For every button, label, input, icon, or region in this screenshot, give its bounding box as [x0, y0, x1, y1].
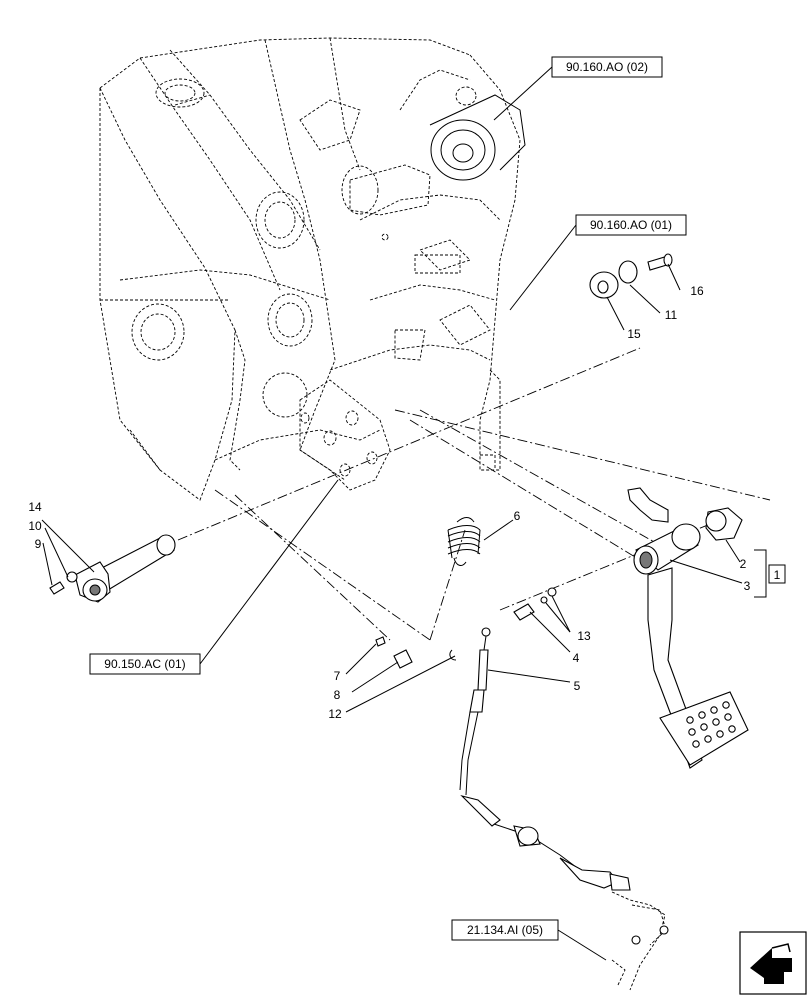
callout-1: 1: [774, 568, 781, 582]
reference-label-21-134-ai-05[interactable]: 21.134.AI (05): [451, 919, 559, 941]
reference-label-90-160-ao-02[interactable]: 90.160.AO (02): [551, 56, 663, 78]
leader-lines: [41, 66, 767, 961]
small-parts: [375, 253, 673, 669]
callout-14: 14: [28, 500, 42, 514]
callout-8: 8: [334, 688, 341, 702]
cab-frame: [99, 37, 526, 501]
svg-text:90.150.AC (01): 90.150.AC (01): [104, 657, 185, 671]
callout-numbers: 1 2 3 4 5 6 7 8 9 10 11 12 13 14 15 16: [28, 284, 786, 721]
callout-15: 15: [627, 327, 641, 341]
pedal-pad-grip-holes: [686, 701, 736, 748]
callout-4: 4: [573, 651, 580, 665]
clutch-cable: [459, 627, 631, 891]
pivot-pin: [49, 534, 176, 603]
callout-13: 13: [577, 629, 591, 643]
reference-label-90-150-ac-01[interactable]: 90.150.AC (01): [89, 653, 201, 675]
reference-label-90-160-ao-01[interactable]: 90.160.AO (01): [575, 214, 687, 236]
callout-12: 12: [328, 707, 342, 721]
callout-3: 3: [744, 579, 751, 593]
lower-linkage: [611, 891, 669, 991]
svg-text:21.134.AI (05): 21.134.AI (05): [467, 923, 543, 937]
callout-box-1: [768, 564, 786, 584]
callout-6: 6: [514, 509, 521, 523]
svg-text:90.160.AO (02): 90.160.AO (02): [566, 60, 648, 74]
callout-5: 5: [574, 679, 581, 693]
assembly-axes: [177, 347, 771, 641]
callout-16: 16: [690, 284, 704, 298]
clutch-pedal-assembly: [627, 487, 749, 769]
callout-11: 11: [665, 308, 678, 322]
callout-9: 9: [35, 537, 42, 551]
next-page-arrow-icon[interactable]: [739, 931, 807, 995]
return-spring: [447, 517, 481, 566]
callout-10: 10: [28, 519, 42, 533]
callout-7: 7: [334, 669, 341, 683]
callout-2: 2: [740, 557, 747, 571]
svg-text:90.160.AO (01): 90.160.AO (01): [590, 218, 672, 232]
